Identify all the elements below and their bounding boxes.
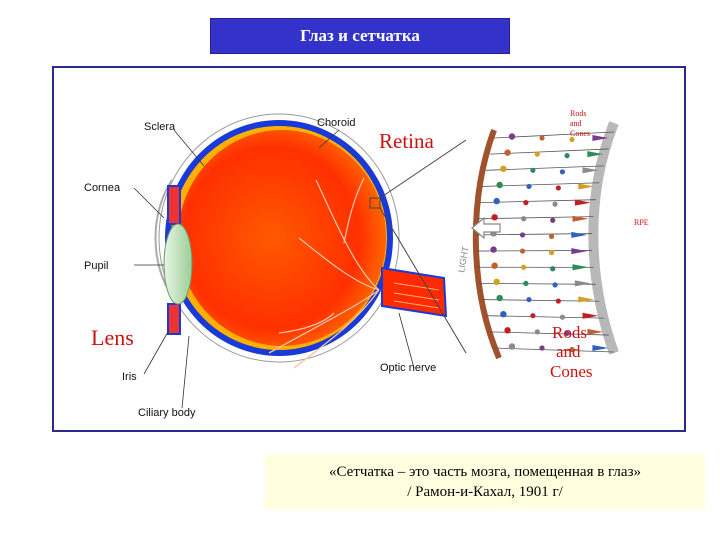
photoreceptor (587, 328, 604, 335)
label-rpe: RPE (634, 218, 649, 227)
label-cornea: Cornea (84, 182, 121, 194)
neuron-cell (559, 314, 566, 320)
eyeball (154, 113, 467, 369)
lens-shape (163, 223, 193, 305)
neuron-cell (508, 133, 516, 140)
neuron-cell (500, 165, 507, 173)
optic-nerve-shape (381, 266, 448, 318)
neuron-cell (526, 183, 532, 190)
neuron-cell (548, 233, 555, 240)
photoreceptor (578, 296, 595, 303)
neuron-cell (550, 217, 556, 223)
neuron-cell (569, 346, 575, 353)
neuron-cell (523, 200, 529, 206)
vitreous-body (178, 130, 386, 346)
retina-detail (471, 121, 619, 360)
retina-arc-inner (472, 128, 502, 360)
label-light: LIGHT (456, 245, 471, 273)
neuron-cell (534, 329, 540, 335)
neuron-cell (496, 181, 503, 189)
label-and-large: and (556, 342, 581, 361)
quote-box: «Сетчатка – это часть мозга, помещенная … (265, 455, 705, 509)
photoreceptor (592, 135, 609, 141)
page-title: Глаз и сетчатка (210, 18, 510, 54)
label-ciliary-body: Ciliary body (138, 407, 196, 419)
neuron-cell (504, 327, 511, 334)
label-cones-large: Cones (550, 362, 593, 381)
neuron-cell (550, 266, 556, 272)
label-cones-small: Cones (570, 129, 590, 138)
label-lines (133, 129, 415, 409)
label-sclera: Sclera (144, 121, 176, 133)
label-pupil: Pupil (84, 260, 108, 272)
title-text: Глаз и сетчатка (300, 26, 420, 45)
neuron-cell (548, 249, 555, 256)
neuron-cell (539, 135, 545, 141)
neuron-cell (534, 151, 540, 157)
neuron-cell (530, 313, 536, 319)
neuron-cell (569, 136, 575, 143)
neuron-cell (521, 216, 527, 222)
label-and-small: and (570, 119, 582, 128)
iris-top (167, 185, 181, 225)
neuron-cell (493, 278, 500, 286)
neuron-cell (491, 214, 498, 221)
photoreceptor (572, 264, 589, 271)
photoreceptor (578, 183, 595, 190)
label-lens: Lens (91, 325, 134, 350)
neuron-cell (526, 296, 532, 303)
neuron-cell (530, 167, 536, 173)
label-iris: Iris (122, 371, 137, 383)
neuron-cell (504, 149, 511, 156)
label-retina: Retina (379, 129, 434, 153)
neuron-cell (564, 330, 570, 336)
photoreceptor (571, 231, 588, 238)
eye-diagram: Sclera Choroid Retina Cornea Pupil Lens … (84, 109, 649, 419)
retina-arc-outer (588, 121, 619, 355)
neuron-cell (490, 246, 497, 253)
label-choroid: Choroid (317, 117, 356, 129)
label-rods-small: Rods (570, 109, 586, 118)
neuron-cell (555, 298, 561, 304)
eye-diagram-frame: Sclera Choroid Retina Cornea Pupil Lens … (52, 66, 686, 432)
quote-line-1: «Сетчатка – это часть мозга, помещенная … (328, 464, 642, 480)
neuron-cell (491, 262, 498, 269)
label-optic-nerve: Optic nerve (380, 362, 436, 374)
blood-vessels (268, 177, 380, 369)
photoreceptor (582, 312, 599, 319)
retina-marker (369, 197, 381, 209)
label-rods-large: Rods (552, 323, 587, 342)
photoreceptor (574, 280, 591, 287)
light-arrow (471, 216, 501, 240)
photoreceptor (572, 215, 589, 222)
neuron-cell (519, 248, 526, 254)
photoreceptor (571, 248, 588, 255)
neuron-cell (552, 201, 558, 207)
neuron-cell (493, 197, 500, 205)
neuron-cell (496, 294, 503, 302)
photoreceptor (582, 167, 599, 174)
iris-bottom (167, 303, 181, 335)
photoreceptor (587, 151, 604, 158)
quote-line-2: / Рамон-и-Кахал, 1901 г/ (407, 484, 563, 500)
neuron-cell (564, 153, 570, 159)
neuron-cell (523, 280, 529, 286)
neuron-cell (500, 310, 507, 318)
neuron-cell (555, 185, 561, 191)
neuron-cell (552, 282, 558, 288)
neuron-cell (508, 343, 516, 350)
neuron-cell (521, 264, 527, 270)
photoreceptor (592, 345, 609, 351)
neuron-cell (539, 345, 545, 351)
neuron-cell (559, 169, 566, 175)
retina-neurons (476, 131, 615, 353)
neuron-cell (519, 232, 526, 238)
photoreceptor (574, 199, 591, 206)
